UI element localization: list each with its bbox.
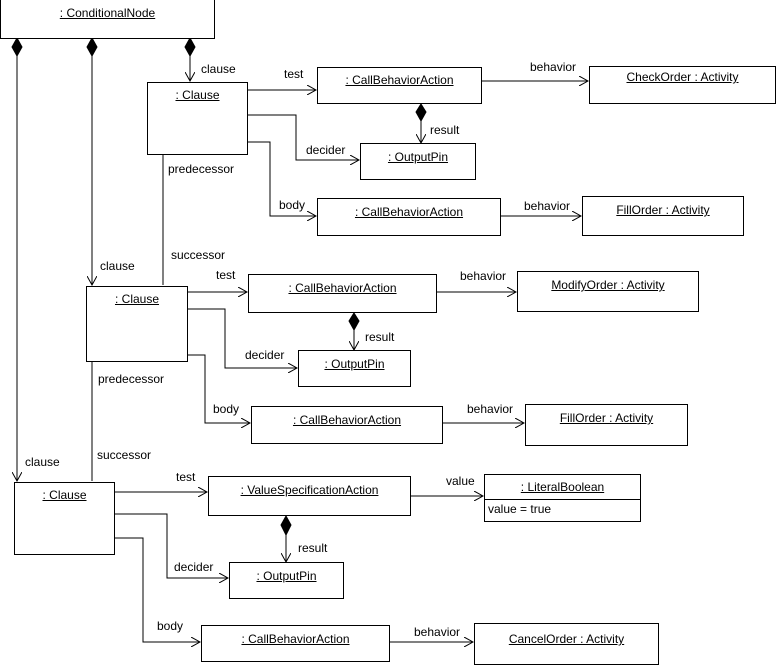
modify-order-activity-title: ModifyOrder : Activity: [551, 278, 665, 292]
call-behavior-action-title-5: : CallBehaviorAction: [241, 632, 350, 646]
body-connector-1: [248, 141, 316, 216]
composition-diamond-result3: [280, 514, 292, 537]
value-label: value: [446, 474, 475, 488]
body-label-3: body: [157, 619, 184, 633]
clause-box-2[interactable]: : Clause: [86, 286, 188, 362]
conditional-node-box[interactable]: : ConditionalNode: [0, 0, 215, 39]
cancel-order-activity-box[interactable]: CancelOrder : Activity: [474, 623, 659, 665]
decider-connector-2: [188, 308, 297, 368]
literal-boolean-box[interactable]: : LiteralBoolean value = true: [484, 474, 641, 522]
call-behavior-action-title-2: : CallBehaviorAction: [354, 205, 464, 219]
decider-label-3: decider: [174, 560, 214, 574]
body-label-2: body: [213, 402, 240, 416]
value-specification-action-box[interactable]: : ValueSpecificationAction: [208, 476, 411, 516]
clause-title-2: : Clause: [114, 292, 160, 306]
clause-box-1[interactable]: : Clause: [147, 82, 248, 155]
result-label-3: result: [298, 541, 328, 555]
value-specification-action-title: : ValueSpecificationAction: [240, 483, 379, 497]
literal-boolean-separator: [485, 499, 640, 500]
clause-label-1: clause: [201, 62, 236, 76]
clause-box-3[interactable]: : Clause: [14, 482, 115, 555]
call-behavior-action-title-4: : CallBehaviorAction: [292, 413, 402, 427]
conditional-node-title: : ConditionalNode: [59, 6, 156, 20]
clause-label-3: clause: [25, 455, 60, 469]
check-order-activity-title: CheckOrder : Activity: [626, 70, 739, 84]
decider-connector-3: [115, 513, 228, 578]
fill-order-activity-title-2: FillOrder : Activity: [559, 411, 654, 425]
decider-label-1: decider: [306, 143, 346, 157]
call-behavior-action-title-3: : CallBehaviorAction: [288, 281, 397, 295]
call-behavior-action-box-3[interactable]: : CallBehaviorAction: [248, 274, 437, 313]
call-behavior-action-box-2[interactable]: : CallBehaviorAction: [317, 198, 501, 236]
predecessor-label-1: predecessor: [168, 162, 235, 176]
behavior-label-1: behavior: [530, 60, 577, 74]
call-behavior-action-box-1[interactable]: : CallBehaviorAction: [317, 67, 482, 104]
test-label-3: test: [176, 470, 196, 484]
output-pin-box-2[interactable]: : OutputPin: [298, 350, 411, 387]
body-connector-3: [115, 537, 200, 642]
test-label-2: test: [216, 268, 236, 282]
predecessor-label-2: predecessor: [98, 372, 165, 386]
decider-label-2: decider: [245, 348, 285, 362]
behavior-label-3: behavior: [460, 269, 507, 283]
output-pin-title-3: : OutputPin: [256, 569, 317, 583]
clause-title-3: : Clause: [42, 488, 87, 502]
behavior-label-4: behavior: [467, 402, 514, 416]
check-order-activity-box[interactable]: CheckOrder : Activity: [589, 66, 776, 104]
composition-diamond-clause1: [184, 36, 196, 58]
composition-diamond-clause2: [86, 36, 98, 58]
body-connector-2: [188, 354, 250, 423]
cancel-order-activity-title: CancelOrder : Activity: [508, 632, 625, 646]
modify-order-activity-box[interactable]: ModifyOrder : Activity: [517, 271, 699, 312]
successor-label-1: successor: [171, 248, 226, 262]
output-pin-box-1[interactable]: : OutputPin: [360, 143, 476, 180]
literal-boolean-title: : LiteralBoolean: [520, 480, 605, 494]
clause-title-1: : Clause: [175, 88, 220, 102]
call-behavior-action-box-5[interactable]: : CallBehaviorAction: [201, 625, 390, 662]
behavior-label-5: behavior: [414, 625, 461, 639]
fill-order-activity-box-1[interactable]: FillOrder : Activity: [582, 196, 744, 236]
composition-diamond-clause3: [11, 36, 23, 58]
successor-label-2: successor: [97, 448, 152, 462]
fill-order-activity-title-1: FillOrder : Activity: [616, 203, 710, 217]
composition-diamond-result1: [415, 103, 427, 123]
behavior-label-2: behavior: [524, 199, 571, 213]
fill-order-activity-box-2[interactable]: FillOrder : Activity: [525, 404, 688, 446]
result-label-1: result: [430, 123, 460, 137]
call-behavior-action-box-4[interactable]: : CallBehaviorAction: [251, 406, 443, 444]
call-behavior-action-title-1: : CallBehaviorAction: [345, 73, 454, 87]
output-pin-title-1: : OutputPin: [387, 150, 449, 164]
clause-label-2: clause: [100, 259, 135, 273]
output-pin-box-3[interactable]: : OutputPin: [229, 562, 344, 599]
result-label-2: result: [365, 330, 395, 344]
test-label-1: test: [284, 67, 304, 81]
composition-diamond-result2: [348, 312, 360, 332]
body-label-1: body: [279, 198, 306, 212]
literal-boolean-value: value = true: [488, 502, 552, 516]
output-pin-title-2: : OutputPin: [324, 357, 385, 371]
decider-connector-1: [248, 114, 359, 160]
